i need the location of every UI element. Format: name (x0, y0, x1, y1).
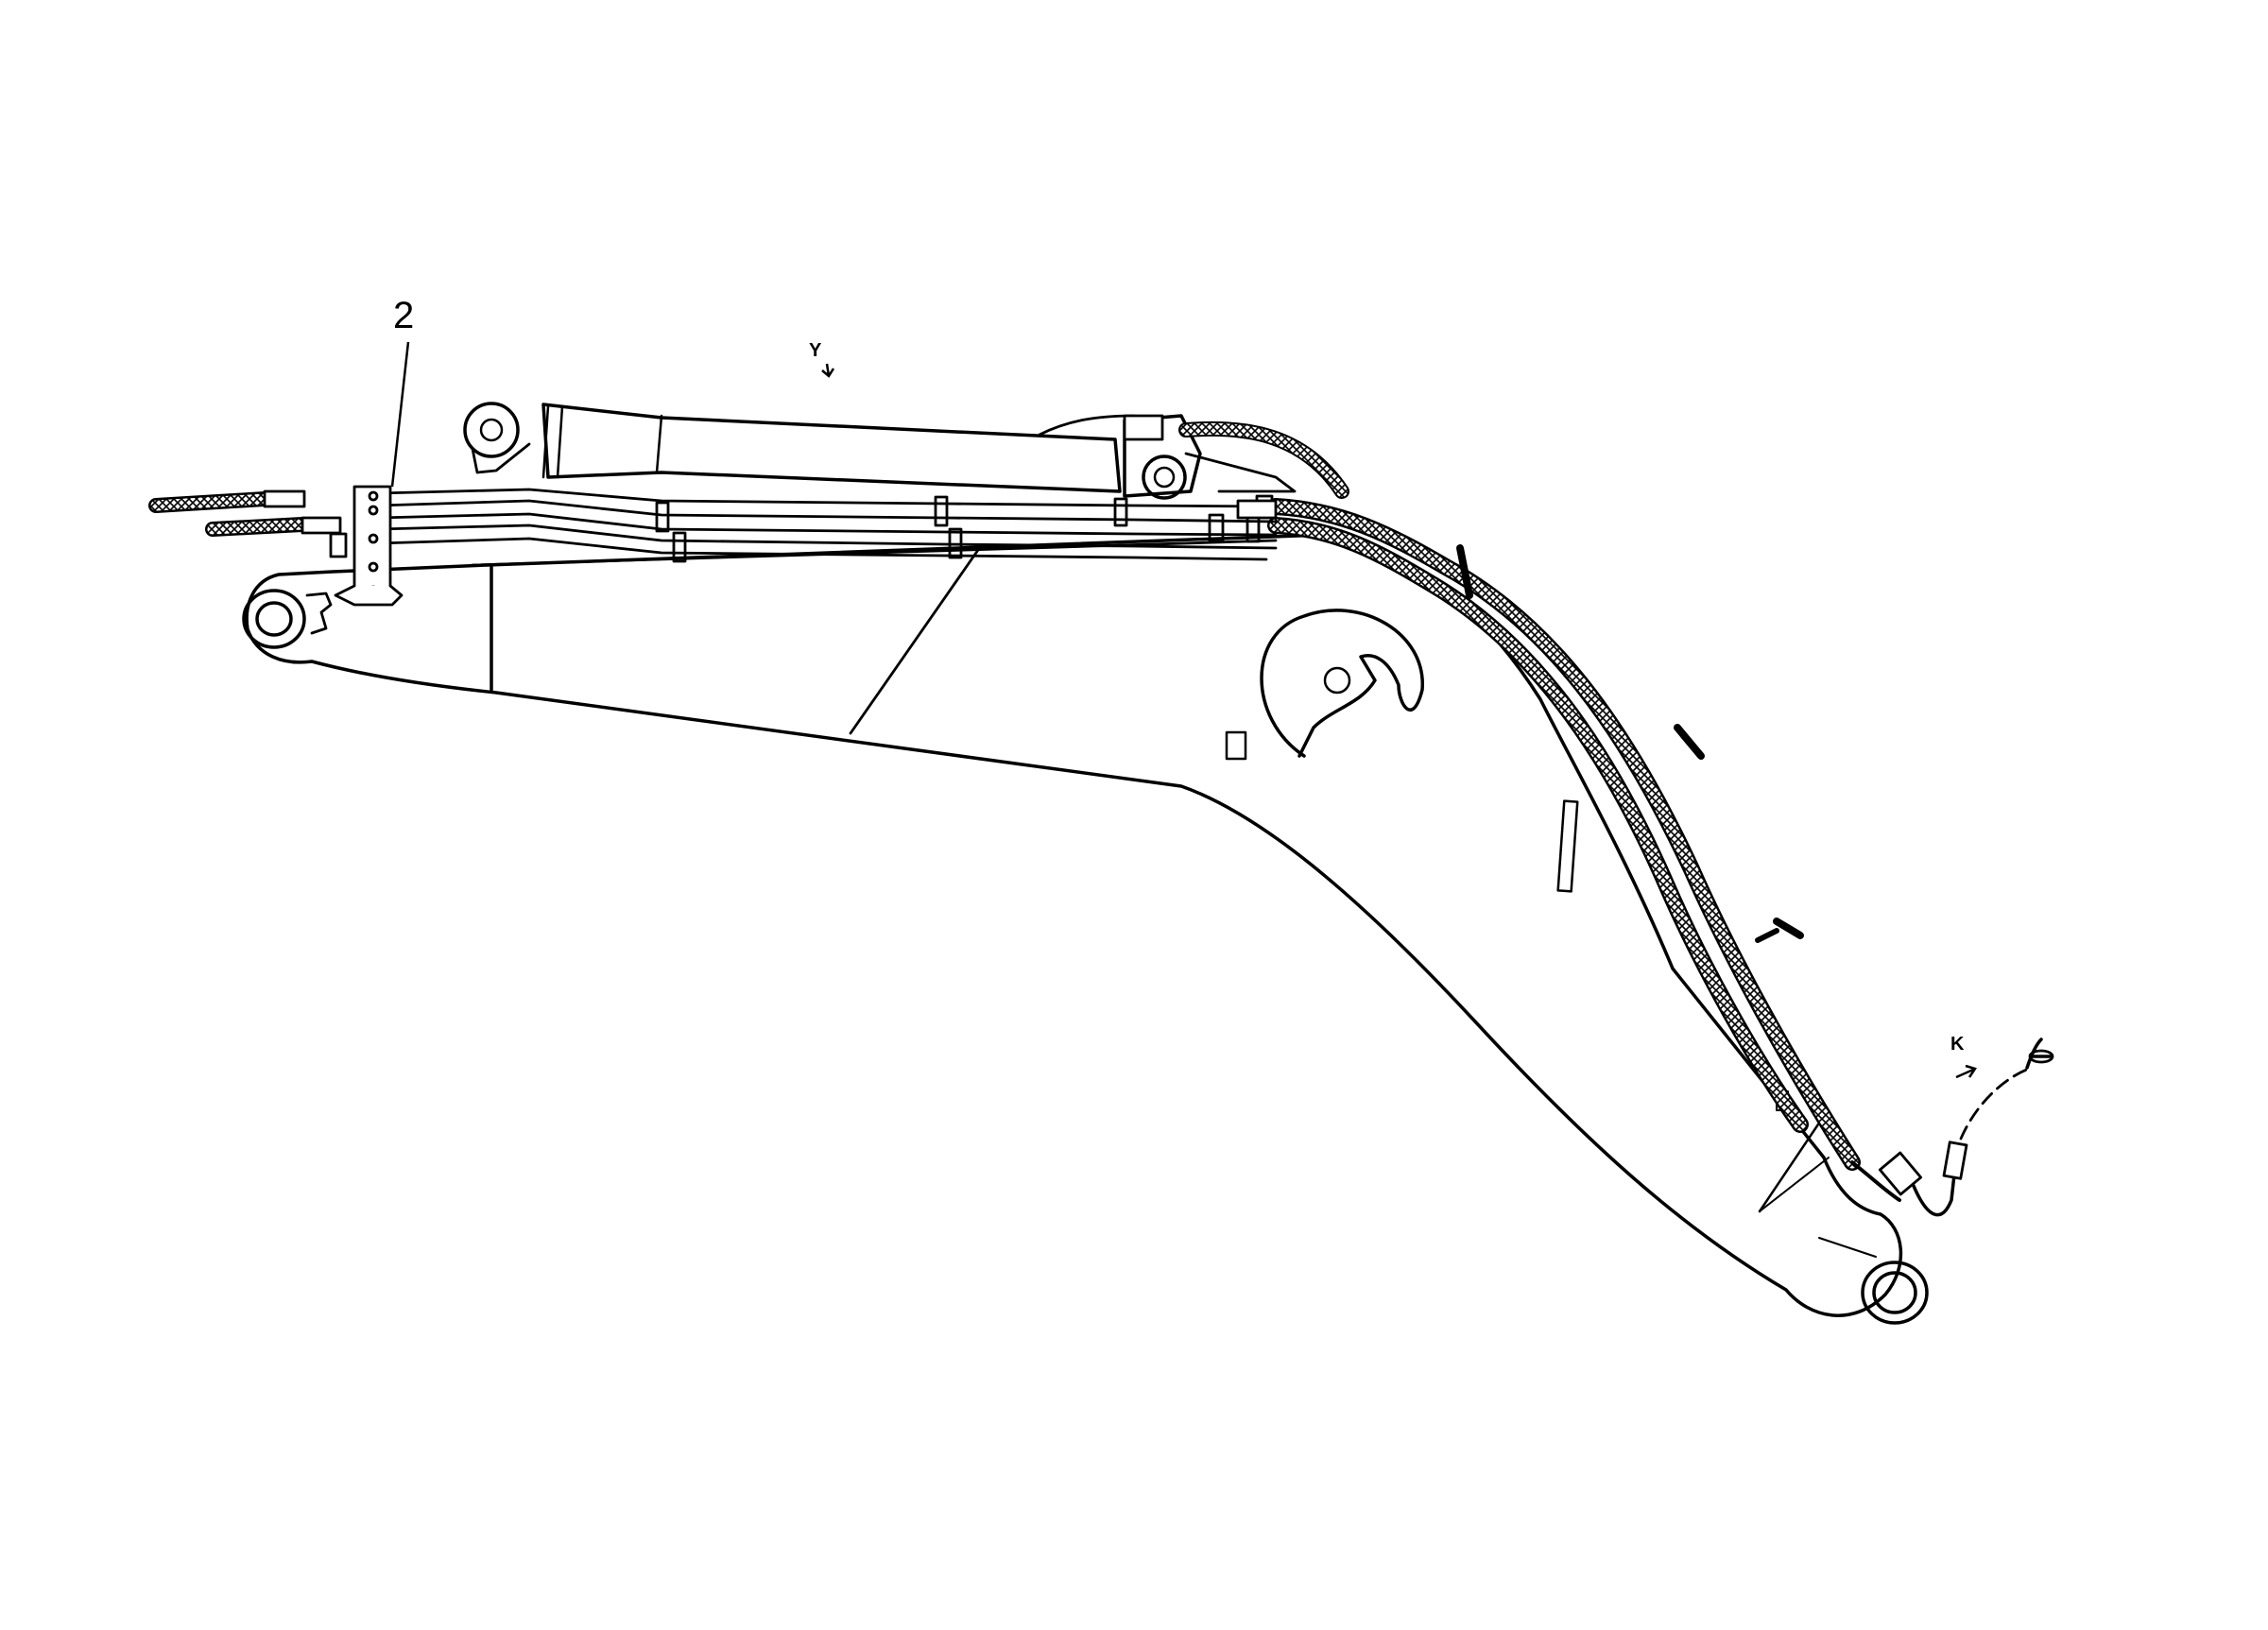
cylinder-bracket-crescent (1260, 609, 1424, 758)
nose-dash-line (1959, 1066, 2034, 1141)
name-plate-1 (1225, 730, 1247, 761)
nose-pin-inner (1872, 1271, 1917, 1314)
steel-pipe-2 (376, 499, 1278, 523)
foot-pin-outer (242, 589, 306, 649)
left-fitting-3 (329, 532, 348, 558)
top-plate-edge (471, 539, 1278, 567)
hose-clamp-4 (1755, 928, 1779, 943)
cylinder-port-fitting (1123, 414, 1164, 441)
name-plate-2 (1556, 799, 1579, 893)
cylinder-base (1123, 414, 1202, 498)
piping-block-bolt-1 (368, 490, 379, 502)
left-fitting-2 (301, 516, 342, 535)
pipe-clamp-3 (934, 495, 949, 527)
nose-pin-outer (1861, 1261, 1929, 1325)
pipe-clamp-2 (672, 531, 687, 563)
hose-clamp-1 (1456, 544, 1473, 599)
boom-panel-line-4 (1759, 1157, 1830, 1212)
foot-bracket (305, 592, 333, 635)
cylinder-rod-eye-outer (463, 402, 520, 458)
callout-2-leader (390, 341, 410, 488)
pipe-clamp-5 (1113, 497, 1128, 527)
view-y-arrow (821, 363, 835, 378)
piping-block-bolt-4 (368, 561, 379, 573)
view-y-label: Y (809, 340, 822, 361)
piping-block-bolt-2 (368, 505, 379, 516)
nose-hose-end (1850, 1160, 1901, 1202)
hose-junction-fitting (1236, 499, 1278, 520)
steel-pipe-3 (376, 512, 1278, 537)
cylinder-mount-bracket (1184, 452, 1297, 493)
hose-lower-braid (1267, 517, 1809, 1133)
pipe-clamp-4 (948, 527, 963, 559)
left-fitting-1 (263, 489, 306, 508)
boom-panel-line-2 (849, 548, 980, 735)
nose-quick-coupler (1942, 1141, 1968, 1180)
cylinder-bracket-pin (1323, 666, 1351, 695)
pipe-clamp-6 (1208, 513, 1225, 543)
view-k-arrow (1955, 1064, 1977, 1079)
steel-pipe-4 (376, 523, 1278, 550)
foot-pin-inner (255, 601, 293, 637)
boom-panel-line-5 (1818, 1237, 1877, 1258)
nose-hose-fitting (1878, 1151, 1923, 1196)
cylinder-barrel (541, 403, 1122, 493)
cylinder-rod-eye-inner (479, 418, 504, 442)
boom-body-outline (245, 533, 1903, 1317)
boom-panel-line-3 (1758, 1111, 1828, 1213)
hose-clamp-2 (1674, 724, 1705, 760)
cylinder-gland-rings (541, 404, 663, 479)
piping-block-base (334, 584, 404, 607)
callout-part-2: 2 (393, 295, 415, 336)
nose-hose-bend (1912, 1156, 1958, 1217)
cylinder-rod-end (471, 442, 531, 474)
cylinder-base-pin-outer (1142, 455, 1187, 500)
steel-pipe-1 (376, 488, 1278, 508)
piping-block-bolt-3 (368, 533, 379, 544)
view-k-label: K (1950, 1034, 1965, 1055)
pipe-clamp-1 (655, 501, 670, 533)
cylinder-base-pin-inner (1153, 466, 1176, 489)
cylinder-feed-pipe (1038, 414, 1136, 437)
detail-k-fitting (2025, 1038, 2053, 1070)
hose-clamp-3 (1773, 918, 1804, 939)
detail-k-ring (2028, 1049, 2054, 1064)
